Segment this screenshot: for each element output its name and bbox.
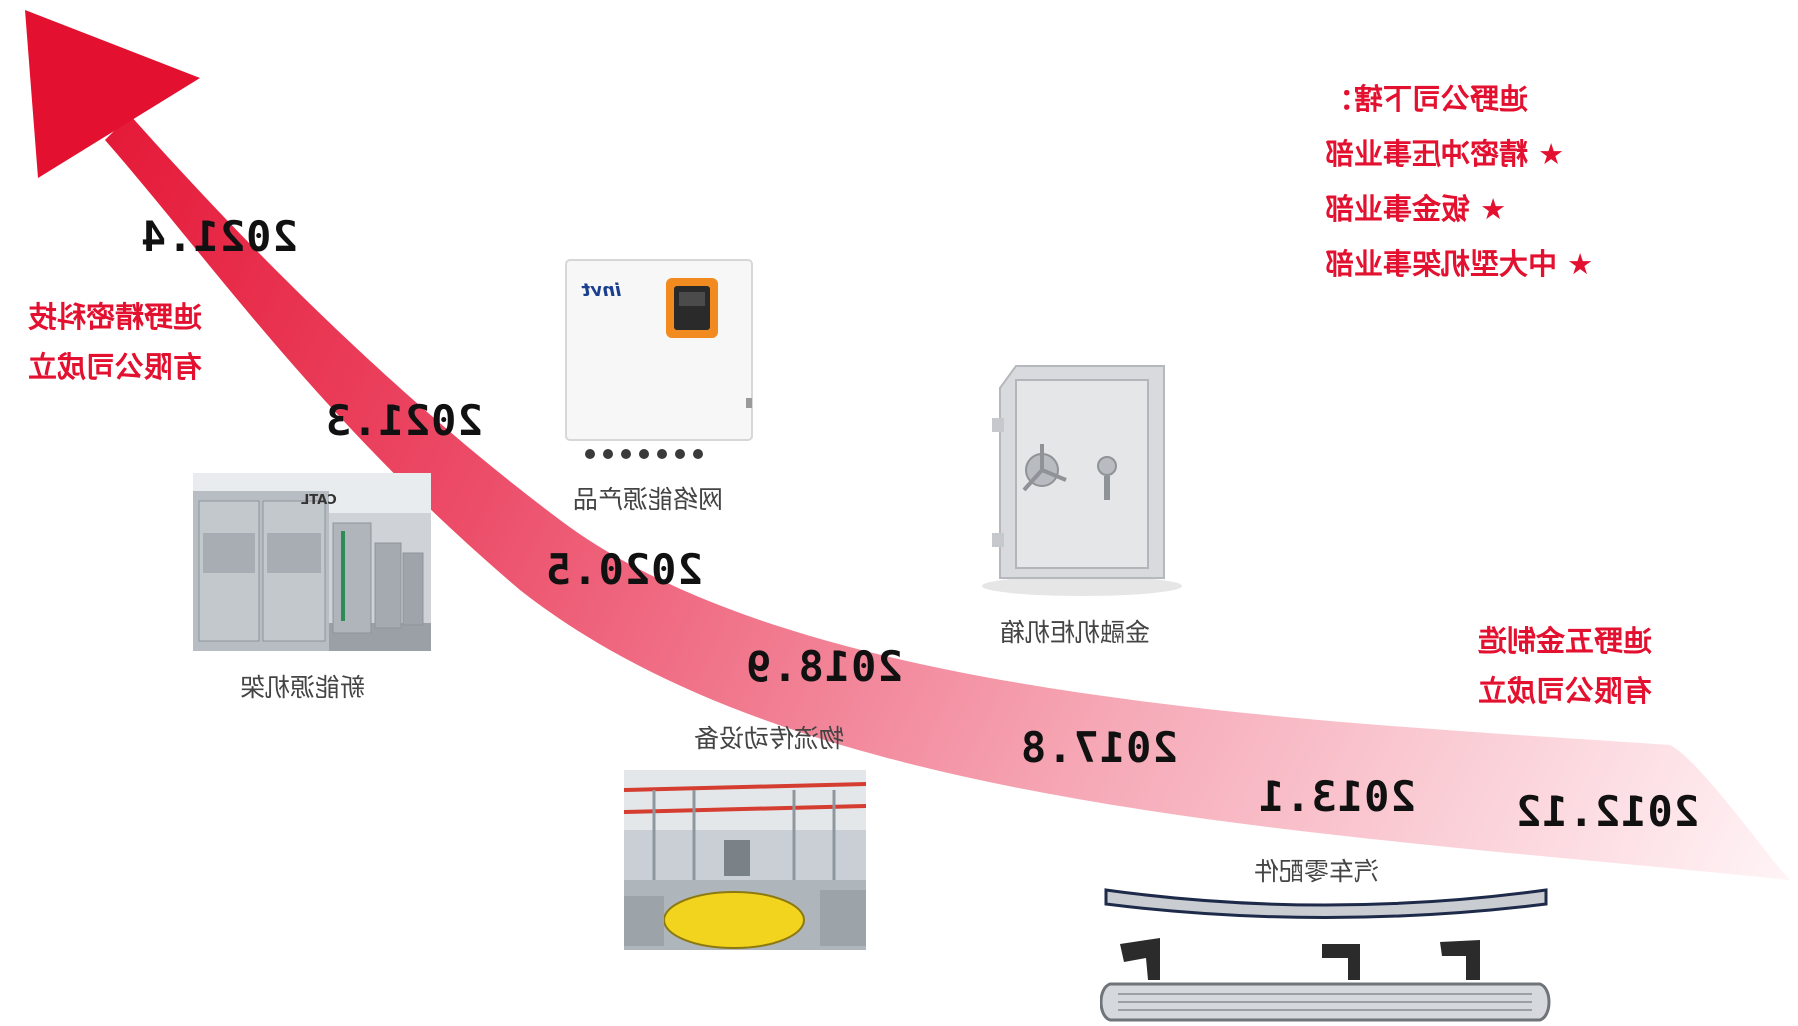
division-legend: 迪野公司下辖： ★ 精密冲压事业部 ★ 钣金事业部 ★ 中大型机架事业部 [1325,72,1593,292]
milestone-2012-12-line2: 有限公司成立 [1478,674,1653,708]
milestone-2012-12: 迪野五金制造 有限公司成立 [1478,616,1652,716]
caption-auto-parts: 汽车零配件 [1254,857,1380,886]
inverter-brand-logo: invt [582,280,622,301]
legend-item-stamping: ★ 精密冲压事业部 [1325,137,1565,171]
year-label-2020-5: 2020.5 [545,545,703,594]
rack-brand-logo: CATL [301,493,337,508]
year-label-2012-12: 2012.12 [1515,787,1700,836]
logistics-equipment-image [624,770,866,950]
year-label-2017-8: 2017.8 [1020,723,1178,772]
caption-logistics: 物流传动设备 [694,724,845,753]
caption-new-energy-rack: 新能源机架 [240,673,366,702]
milestone-2012-12-line1: 迪野五金制造 [1478,624,1653,658]
milestone-2021-4: 迪野精密科技 有限公司成立 [28,292,202,392]
year-label-2021-4: 2021.4 [140,212,298,261]
financial-cabinet-image [982,358,1182,598]
caption-network-energy: 网络能源产品 [573,485,724,514]
year-label-2013-1: 2013.1 [1258,772,1416,821]
legend-item-sheet-metal: ★ 钣金事业部 [1325,192,1507,226]
new-energy-rack-image: CATL [193,473,431,651]
timeline-arrow-body [105,115,1790,880]
milestone-2021-4-line1: 迪野精密科技 [28,300,203,334]
year-label-2018-9: 2018.9 [745,642,903,691]
auto-parts-image [1100,884,1552,1026]
milestone-2021-4-line2: 有限公司成立 [28,350,203,384]
timeline-arrow-head [25,10,200,178]
legend-item-rack: ★ 中大型机架事业部 [1325,247,1594,281]
caption-financial-cabinet: 金融机柜机箱 [1000,618,1151,647]
legend-title: 迪野公司下辖： [1325,82,1529,116]
network-energy-product-image: invt [560,258,756,462]
year-label-2021-3: 2021.3 [325,396,483,445]
